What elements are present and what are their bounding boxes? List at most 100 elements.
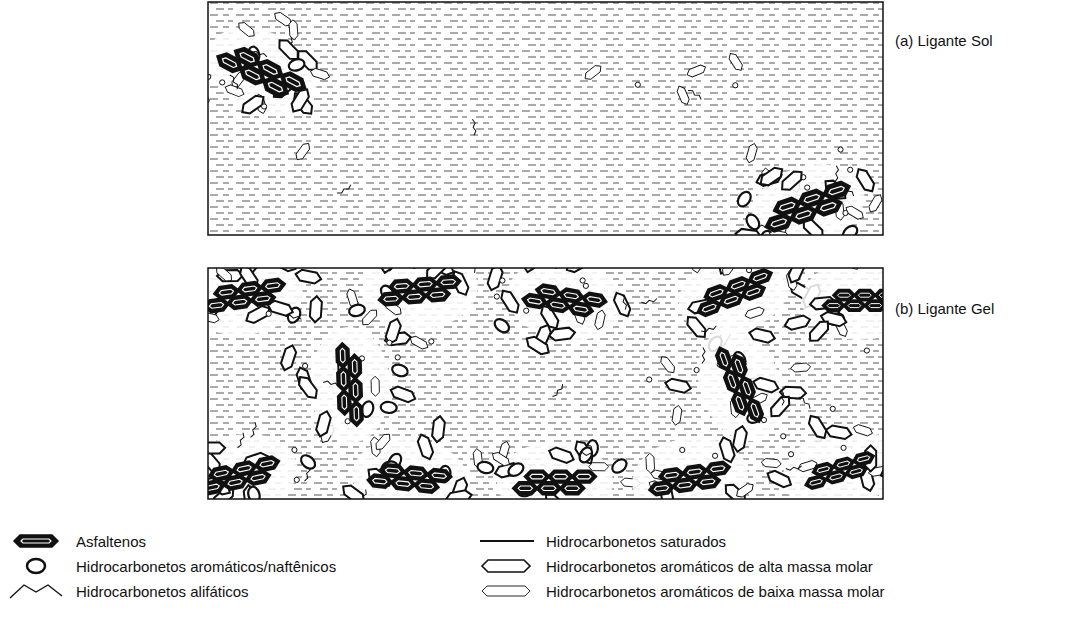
aromatic-low — [675, 85, 690, 107]
aromatic-low — [224, 83, 246, 98]
aromatic-low — [208, 311, 220, 324]
legend-row: Hidrocarbonetos saturados — [476, 530, 726, 552]
aromatic-low — [289, 20, 298, 41]
aliphatic-chain — [799, 396, 812, 409]
legend-row: Hidrocarbonetos aromáticos de alta massa… — [476, 555, 873, 577]
aromatic-high — [276, 36, 302, 62]
aromatic-low — [214, 268, 234, 284]
aliphatic-chain — [835, 166, 839, 182]
aromatic-high — [310, 296, 323, 323]
aliphatic-chain — [786, 466, 802, 471]
small-ring — [733, 83, 738, 88]
small-ring — [387, 340, 392, 345]
aromatic-high — [239, 93, 267, 117]
small-ring — [266, 311, 271, 316]
panel-border — [208, 2, 883, 235]
aromatic-high — [765, 468, 793, 489]
naphthenic-ring — [840, 223, 859, 235]
small-ring — [494, 294, 499, 299]
aromatic-low — [294, 141, 312, 162]
legend-sample — [6, 580, 66, 602]
legend-text: Asfaltenos — [76, 533, 146, 550]
aromatic-low — [490, 450, 511, 467]
aromatic-low — [727, 51, 745, 72]
aromatic-high — [548, 327, 575, 341]
aromatic-high — [752, 376, 780, 393]
legend-sample — [476, 530, 536, 552]
aromatic-low — [589, 463, 609, 471]
aromatic-high — [486, 268, 504, 292]
aromatic-high — [786, 268, 807, 285]
small-ring — [635, 82, 640, 87]
aromatic-low — [646, 453, 655, 473]
aromatic-high — [684, 313, 709, 340]
legend-row: Hidrocarbonetos aromáticos de baixa mass… — [476, 580, 885, 602]
small-ring — [680, 447, 685, 452]
aromatic-high — [748, 327, 776, 344]
aliphatic-chain — [641, 298, 657, 304]
aliphatic-chain — [553, 384, 565, 398]
aromatic-high — [208, 442, 225, 453]
asphaltene-sheet — [822, 290, 883, 312]
asphaltene-sheet — [208, 278, 288, 314]
binder-panel — [208, 2, 883, 235]
aromatic-high — [825, 425, 853, 440]
naphthenic-ring — [577, 445, 595, 464]
binder-panel — [208, 268, 883, 499]
aromatic-low — [371, 376, 379, 396]
aromatic-low — [720, 268, 738, 278]
asphaltene-sheet — [336, 342, 363, 426]
aromatic-high — [767, 393, 792, 420]
small-ring — [220, 80, 225, 85]
aromatic-low — [594, 309, 606, 330]
naphthenic-ring — [476, 460, 494, 474]
small-ring — [864, 348, 869, 353]
aromatic-high — [384, 317, 402, 345]
asphaltene-sheet — [801, 450, 878, 490]
aromatic-high — [296, 374, 320, 401]
naphthenic-ring — [735, 189, 753, 208]
legend-sample — [476, 580, 536, 602]
asphaltene-sheet — [377, 275, 462, 307]
small-ring — [781, 434, 786, 439]
legend-sample — [6, 530, 66, 552]
aliphatic-chain — [472, 119, 476, 135]
naphthenic-ring — [610, 457, 629, 476]
small-ring — [843, 210, 848, 215]
legend-row: Asfaltenos — [6, 530, 146, 552]
aromatic-high — [389, 385, 417, 404]
small-ring — [524, 308, 529, 313]
aromatic-low — [309, 67, 330, 81]
asphaltene-sheet — [714, 341, 765, 428]
asphaltene-sheet — [513, 470, 597, 494]
panel-label: (a) Ligante Sol — [893, 32, 995, 49]
aromatic-high — [758, 165, 786, 189]
asphaltene-sheet — [214, 38, 309, 106]
aromatic-high — [295, 269, 323, 285]
aromatic-high — [547, 446, 575, 465]
legend-text: Hidrocarbonetos alifáticos — [76, 583, 249, 600]
aromatic-low — [686, 63, 708, 78]
small-ring — [303, 363, 308, 368]
small-ring — [294, 477, 299, 482]
aliphatic-chain — [286, 314, 302, 319]
aromatic-low — [745, 142, 758, 163]
aromatic-low — [867, 193, 883, 214]
aliphatic-chain — [238, 433, 246, 449]
aromatic-high — [612, 290, 633, 318]
legend-text: Hidrocarbonetos aromáticos de alta massa… — [546, 558, 873, 575]
naphthenic-ring — [348, 303, 366, 318]
aliphatic-chain — [702, 348, 705, 364]
aromatic-high — [783, 314, 811, 331]
aliphatic-chain — [251, 422, 258, 438]
asphaltene-sheet — [759, 179, 856, 233]
small-ring — [429, 339, 434, 344]
aromatic-low — [658, 354, 677, 375]
small-ring — [805, 185, 810, 190]
naphthenic-ring — [298, 453, 317, 472]
aliphatic-chain — [701, 326, 717, 333]
aromatic-high — [524, 334, 552, 357]
aromatic-high — [279, 344, 297, 372]
aromatic-low — [583, 63, 604, 82]
small-ring — [848, 167, 853, 172]
